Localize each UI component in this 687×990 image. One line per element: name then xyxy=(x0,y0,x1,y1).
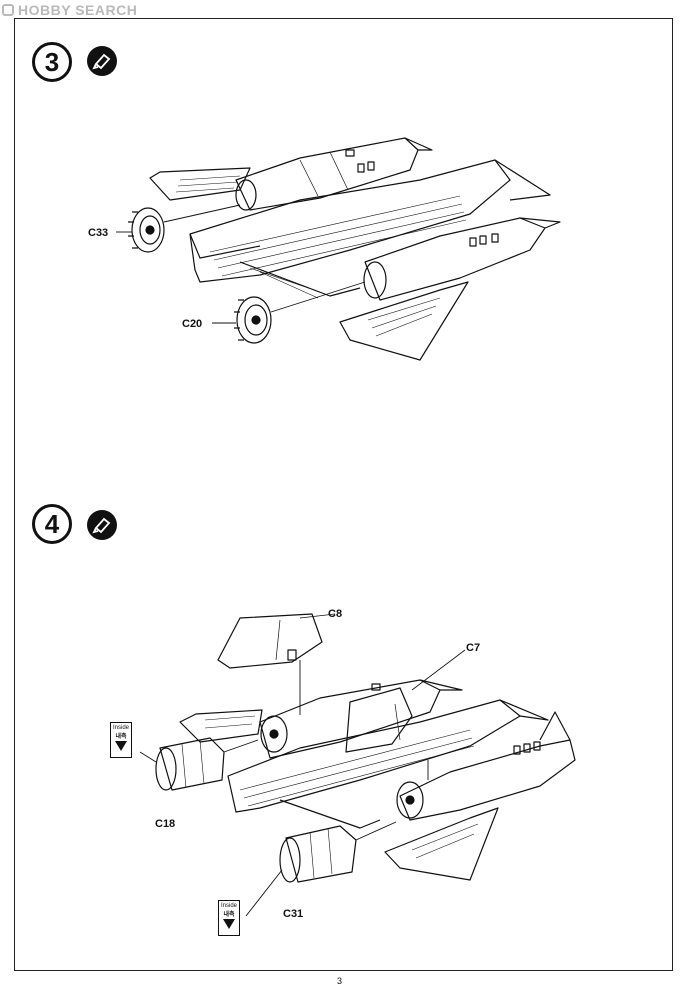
part-c33-shape xyxy=(128,207,165,253)
part-label-c8: C8 xyxy=(328,608,343,620)
part-label-c18: C18 xyxy=(155,818,176,830)
inside-note-text: Inside xyxy=(220,903,237,909)
cement-tube-icon xyxy=(87,46,117,76)
part-c18-shape xyxy=(155,737,225,791)
part-label-c33: C33 xyxy=(88,227,109,239)
inside-note-c18: Inside 내측 xyxy=(110,722,132,758)
cement-tube-icon xyxy=(87,510,117,540)
part-c7-shape xyxy=(345,687,413,753)
inside-arrow-icon xyxy=(115,741,127,751)
inside-note-text: Inside xyxy=(112,725,129,731)
part-label-c7: C7 xyxy=(466,642,481,654)
inside-note-korean: 내측 xyxy=(223,912,235,918)
inside-note-korean: 내측 xyxy=(115,734,127,740)
watermark: HOBBY SEARCH xyxy=(2,2,137,18)
step-3-aircraft xyxy=(116,137,561,361)
part-label-c31: C31 xyxy=(283,908,304,920)
part-c20-shape xyxy=(234,296,272,344)
step-3-number: 3 xyxy=(32,42,72,82)
part-c8-shape xyxy=(217,613,323,669)
page-number: 3 xyxy=(337,976,343,986)
inside-arrow-icon xyxy=(223,919,235,929)
page-frame xyxy=(14,18,673,971)
inside-note-c31: Inside 내측 xyxy=(218,900,240,936)
part-label-c20: C20 xyxy=(182,318,203,330)
step-4-aircraft xyxy=(139,613,576,917)
watermark-text: HOBBY SEARCH xyxy=(18,2,138,18)
step-4-number: 4 xyxy=(32,504,72,544)
watermark-logo-icon xyxy=(2,4,14,16)
part-c31-shape xyxy=(279,825,357,883)
